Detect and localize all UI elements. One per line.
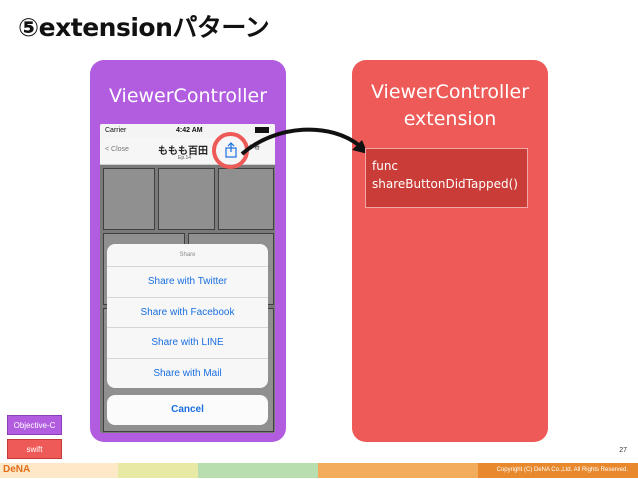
battery-icon — [255, 127, 269, 133]
share-sheet: Share Share with Twitter Share with Face… — [107, 244, 268, 388]
code-snippet: func shareButtonDidTapped() — [365, 148, 528, 208]
viewer-controller-label: ViewerController — [108, 85, 268, 107]
close-button[interactable]: < Close — [105, 146, 129, 153]
share-twitter-option[interactable]: Share with Twitter — [107, 267, 268, 298]
footer-bar: DeNA Copyright (C) DeNA Co.,Ltd. All Rig… — [0, 462, 638, 479]
nav-right-text: 1 着 — [249, 145, 261, 151]
objective-c-tag: Objective-C — [7, 415, 62, 435]
slide-title: ⑤extensionパターン — [18, 13, 270, 42]
arrow-to-extension — [240, 127, 368, 156]
share-mail-option[interactable]: Share with Mail — [153, 367, 222, 379]
code-line-method: shareButtonDidTapped() — [372, 177, 518, 191]
status-time: 4:42 AM — [176, 127, 203, 134]
viewer-controller-extension-panel: ViewerController extension — [352, 60, 548, 442]
copyright-text: Copyright (C) DeNA Co.,Ltd. All Rights R… — [496, 467, 628, 473]
share-sheet-title: Share — [107, 244, 268, 267]
share-facebook-option[interactable]: Share with Facebook — [107, 298, 268, 328]
share-line-option[interactable]: Share with LINE — [107, 328, 268, 359]
carrier-text: Carrier — [105, 127, 127, 134]
dena-logo: DeNA — [3, 464, 31, 475]
code-line-func: func — [372, 159, 399, 173]
swift-tag: swift — [7, 439, 62, 459]
extension-label-line2: extension — [403, 108, 497, 130]
nav-title: ももも百田 — [158, 146, 208, 157]
extension-label-line1: ViewerController — [370, 81, 530, 103]
phone-screenshot: Carrier 4:42 AM < Close ももも百田 Ep.14 1 着 … — [100, 124, 275, 433]
cancel-button[interactable]: Cancel — [107, 395, 268, 425]
nav-subtitle: Ep.14 — [178, 155, 192, 161]
page-number: 27 — [619, 447, 627, 454]
extension-label: ViewerController extension — [352, 79, 548, 133]
